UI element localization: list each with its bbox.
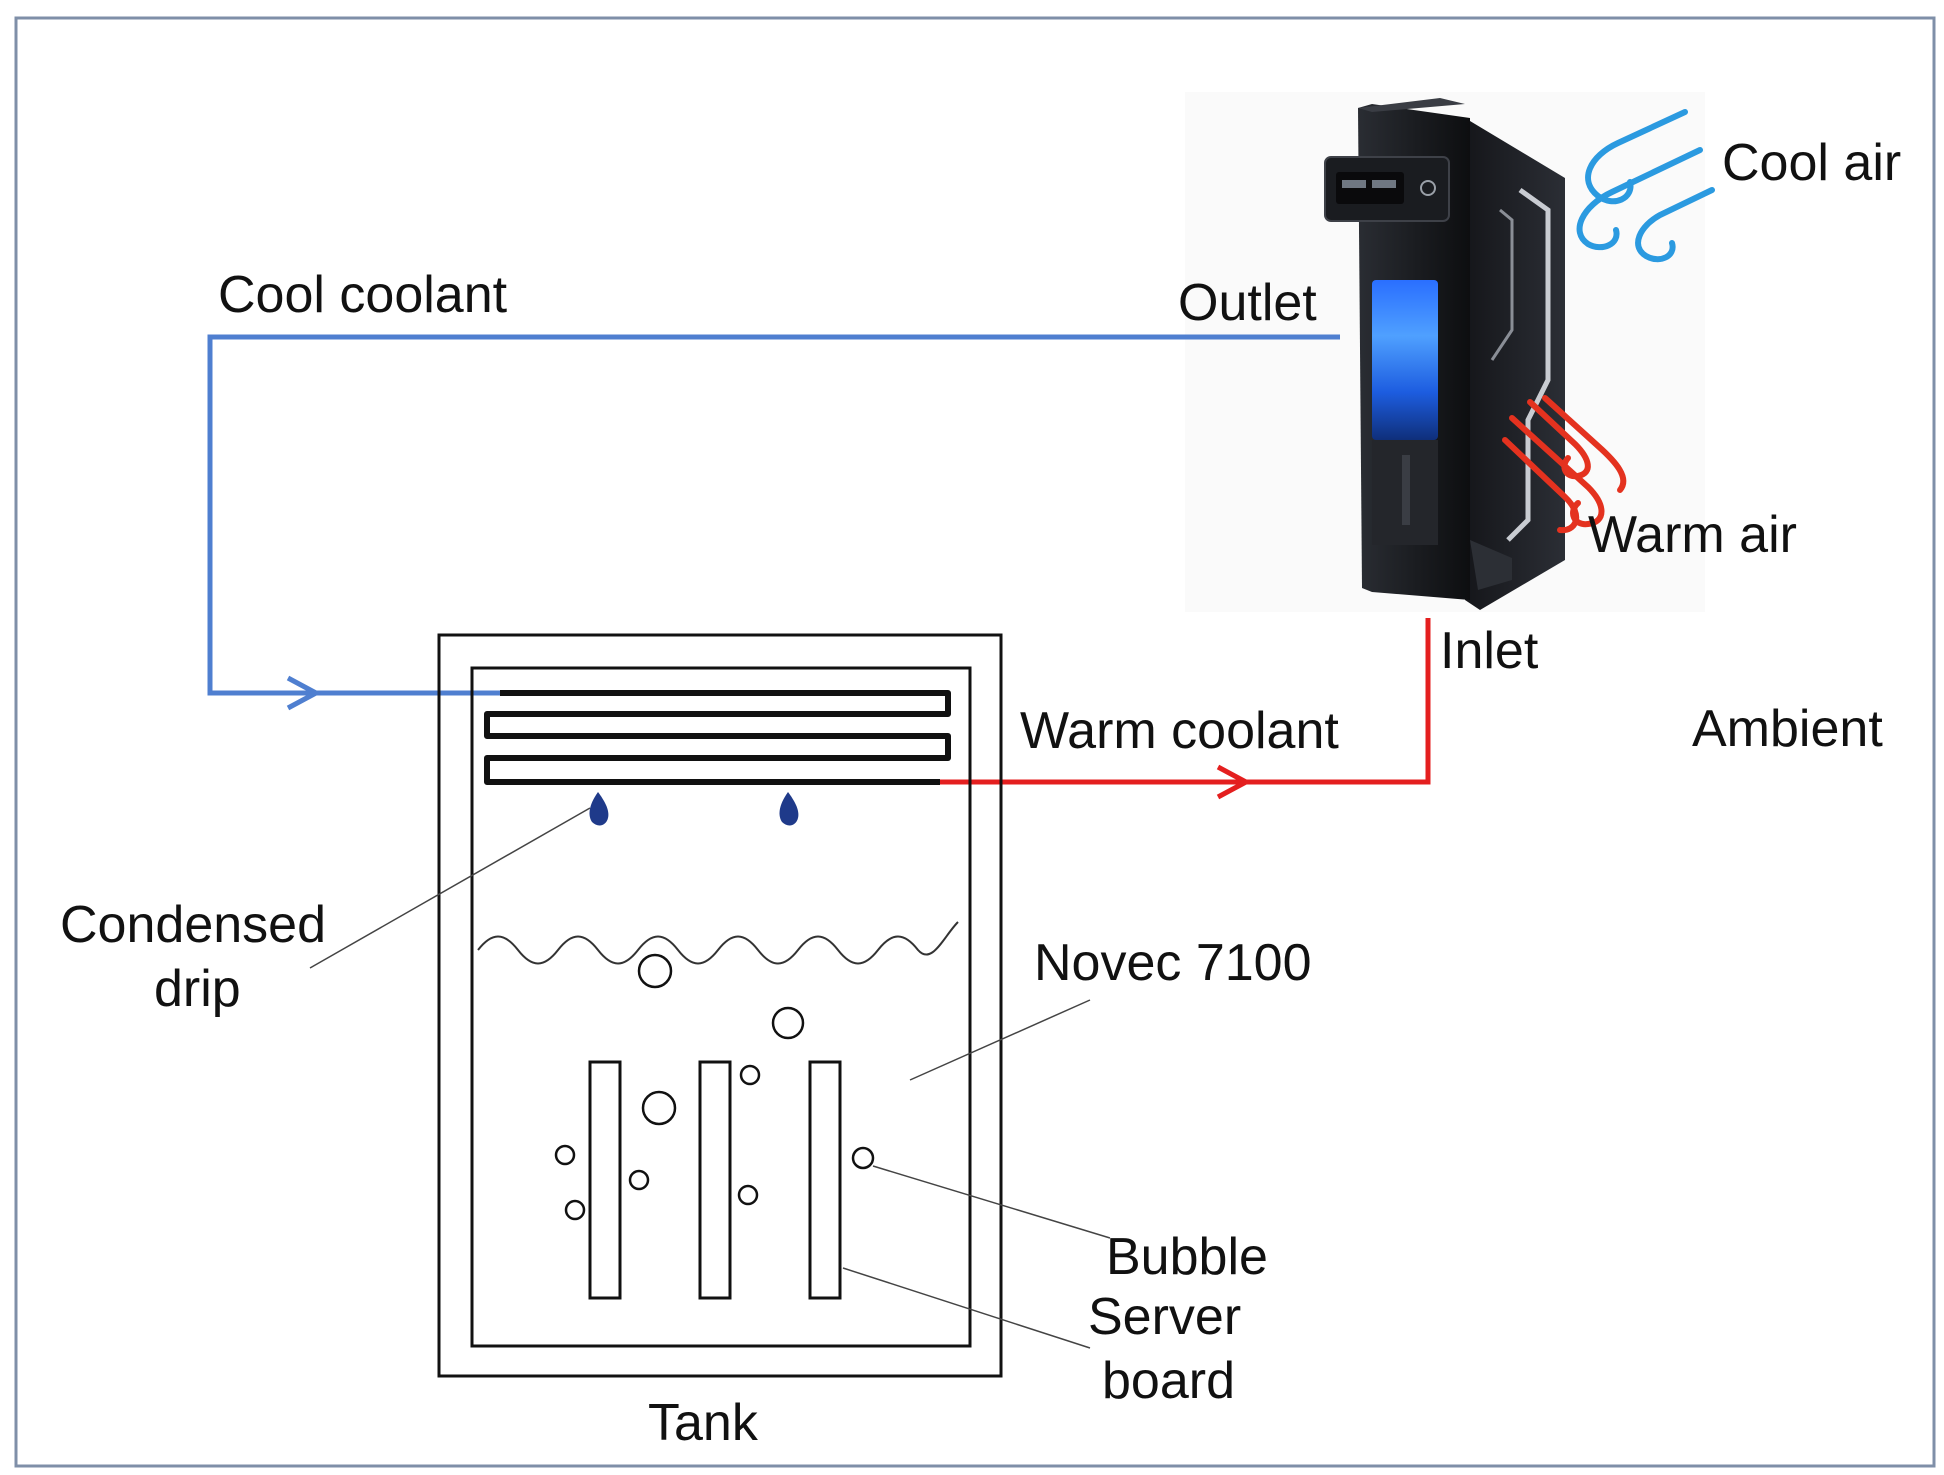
novec-7100-label: Novec 7100 (1034, 934, 1312, 992)
cool-air-label: Cool air (1722, 134, 1901, 192)
condensed-drip-label-line1: Condensed (60, 896, 326, 954)
condensed-drip-label-line2: drip (154, 960, 241, 1018)
heat-exchanger-unit (1185, 92, 1705, 612)
wind-icon (1502, 395, 1627, 534)
wind-icon (1576, 109, 1715, 263)
cool-flow-arrow (286, 675, 322, 711)
figure-frame (14, 16, 1936, 1468)
outlet-label: Outlet (1178, 274, 1317, 332)
ambient-label: Ambient (1692, 700, 1883, 758)
tank (437, 633, 1003, 1378)
cool-coolant-pipe (207, 334, 1340, 711)
warm-air-label: Warm air (1588, 506, 1797, 564)
leader-lines (309, 807, 1111, 1349)
server-board-label-line1: Server (1088, 1288, 1241, 1346)
condenser-coil (484, 690, 951, 785)
droplet-icon (589, 792, 609, 826)
tank-label: Tank (648, 1394, 759, 1452)
server-board (588, 1060, 622, 1300)
bubble-label: Bubble (1106, 1228, 1268, 1286)
bubbles (554, 953, 875, 1221)
warm-coolant-pipe (940, 618, 1431, 800)
cool-coolant-label: Cool coolant (218, 266, 508, 324)
warm-flow-arrow (1216, 764, 1252, 800)
warm-coolant-label: Warm coolant (1020, 702, 1339, 760)
droplet-icon (779, 792, 799, 826)
server-board (808, 1060, 842, 1300)
server-board (698, 1060, 732, 1300)
inlet-label: Inlet (1440, 622, 1539, 680)
server-board-label-line2: board (1102, 1352, 1235, 1410)
liquid-surface (477, 921, 959, 965)
